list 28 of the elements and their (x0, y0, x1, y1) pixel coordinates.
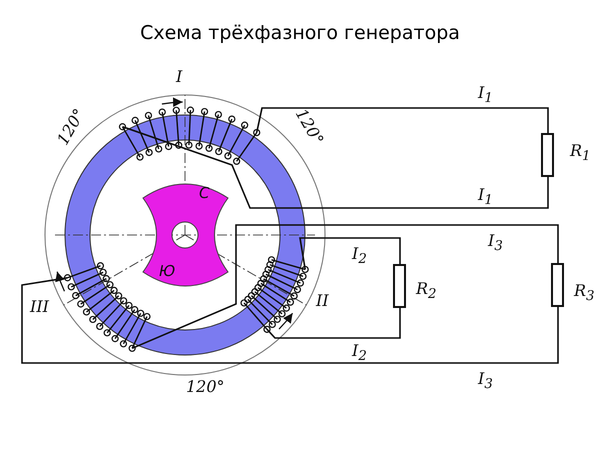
title: Схема трёхфазного генератора (139, 22, 461, 44)
pole-label: Ю (159, 262, 176, 280)
phase-label: II (316, 292, 329, 310)
wire (132, 224, 559, 350)
resistor-label: R$_{1}$ (570, 142, 591, 166)
angle-label: 120° (186, 378, 225, 396)
current-label: I$_{3}$ (488, 232, 503, 256)
winding-coil (118, 106, 260, 165)
current-label: I$_{3}$ (478, 370, 493, 394)
resistor (541, 133, 554, 177)
winding-coil (240, 256, 309, 333)
current-label: I$_{1}$ (478, 186, 493, 210)
resistor-label: R$_{2}$ (416, 280, 437, 304)
winding-coil (64, 262, 151, 352)
resistor (393, 264, 406, 308)
wire (256, 107, 549, 133)
current-label: I$_{2}$ (352, 245, 367, 270)
wire (299, 237, 401, 270)
phase-label: I (176, 68, 182, 86)
pole-label: С (199, 184, 210, 202)
resistor (551, 263, 564, 307)
wire (21, 277, 559, 364)
wire (122, 126, 549, 209)
current-label: I$_{1}$ (478, 84, 493, 108)
wire (266, 308, 401, 339)
current-label: I$_{2}$ (352, 342, 367, 366)
resistor-label: R$_{3}$ (574, 282, 595, 306)
phase-label: III (30, 298, 49, 316)
